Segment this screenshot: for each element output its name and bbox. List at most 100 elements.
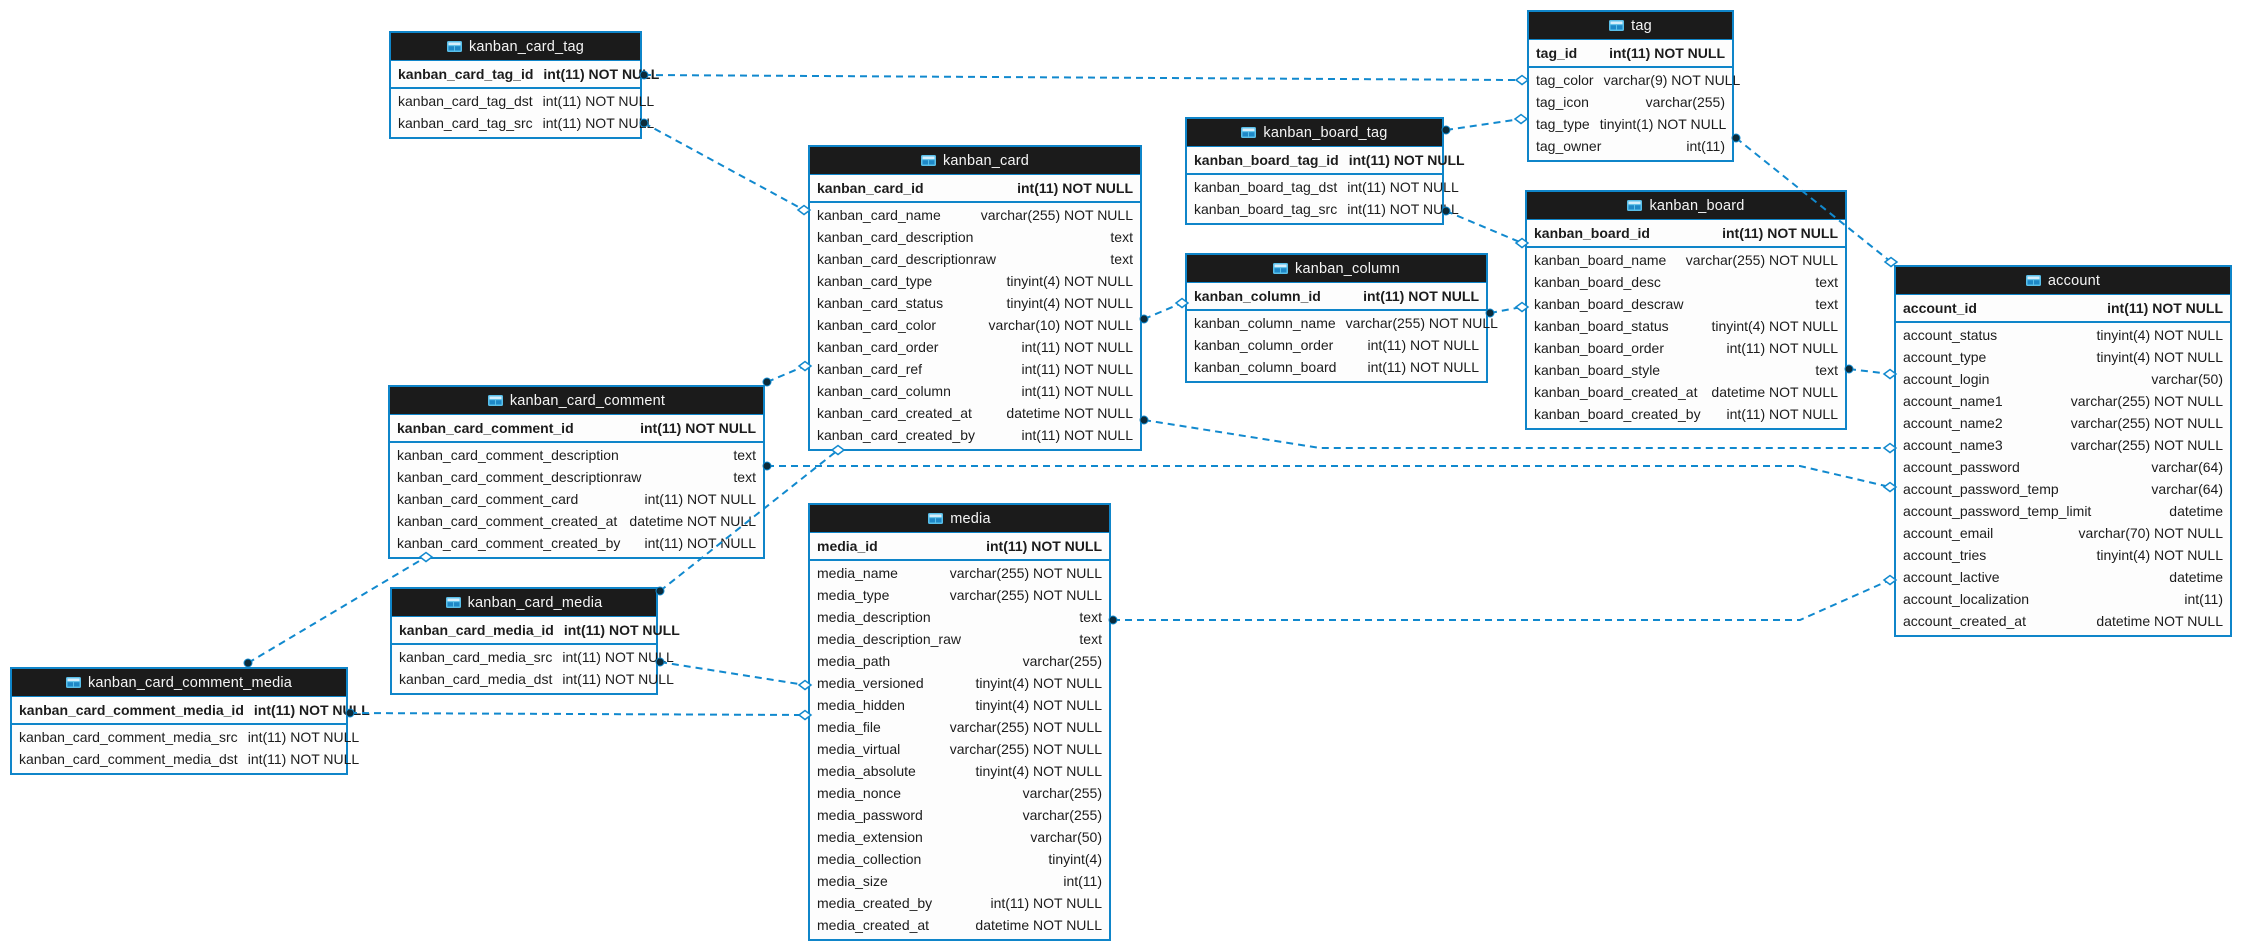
cardinality-circle-marker — [243, 658, 253, 668]
field-type: int(11) — [2184, 591, 2223, 607]
field-type: int(11) NOT NULL — [1021, 339, 1133, 355]
table-title: media — [950, 510, 991, 527]
field-name: account_status — [1903, 327, 1998, 343]
table-header: account — [1896, 267, 2230, 295]
field-name: media_size — [817, 873, 888, 889]
relationship-kanban_card_comment-kanban_card[interactable] — [762, 360, 813, 387]
field-type: text — [1079, 631, 1102, 647]
relationship-media-account[interactable] — [1108, 574, 1898, 625]
relationship-kanban_card_tag-tag[interactable] — [639, 70, 1530, 86]
field-name: media_description — [817, 609, 931, 625]
field-type: text — [733, 447, 756, 463]
field-name: account_name2 — [1903, 415, 2003, 431]
table-header: kanban_card_media — [392, 589, 656, 617]
field-name: kanban_card_comment_descriptionraw — [397, 469, 642, 485]
field-name: kanban_card_comment_media_src — [19, 729, 238, 745]
field-name: account_name3 — [1903, 437, 2003, 453]
field-type: int(11) NOT NULL — [253, 702, 370, 718]
field-name: kanban_card_tag_id — [398, 66, 534, 82]
field-name: media_created_at — [817, 917, 930, 933]
relationship-kanban_card_comment-account[interactable] — [762, 461, 1898, 493]
field-name: account_password_temp_limit — [1903, 503, 2092, 519]
field-name: account_created_at — [1903, 613, 2026, 629]
relationship-kanban_card_comment_media-media[interactable] — [345, 708, 813, 721]
field-type: varchar(50) — [1030, 829, 1102, 845]
field-name: media_id — [817, 538, 878, 554]
field-type: int(11) NOT NULL — [1021, 361, 1133, 377]
field-type: datetime NOT NULL — [629, 513, 756, 529]
field-name: kanban_column_board — [1194, 359, 1337, 375]
field-name: kanban_card_media_dst — [399, 671, 553, 687]
field-type: datetime — [2169, 503, 2223, 519]
table-header: tag — [1529, 12, 1732, 40]
field-type: int(11) NOT NULL — [1722, 225, 1838, 241]
relationship-kanban_board_tag-tag[interactable] — [1441, 113, 1529, 135]
field-type: int(11) NOT NULL — [1347, 201, 1459, 217]
field-name: kanban_card_comment_media_dst — [19, 751, 238, 767]
field-name: media_extension — [817, 829, 923, 845]
field-type: tinyint(4) NOT NULL — [2096, 327, 2223, 343]
field-name: kanban_board_tag_src — [1194, 201, 1338, 217]
field-name: kanban_card_created_at — [817, 405, 972, 421]
relationship-kanban_card_tag-kanban_card[interactable] — [639, 118, 812, 216]
table-title: kanban_board_tag — [1263, 124, 1388, 141]
table-kanban_card_comment[interactable]: kanban_card_comment kanban_card_comment_… — [388, 385, 765, 559]
field-type: text — [733, 469, 756, 485]
cardinality-diamond-marker — [1513, 113, 1529, 125]
table-header: kanban_column — [1187, 255, 1486, 283]
field-name: account_tries — [1903, 547, 1987, 563]
relationship-kanban_card-kanban_column[interactable] — [1139, 297, 1190, 324]
table-kanban_card_comment_media[interactable]: kanban_card_comment_media kanban_card_co… — [10, 667, 370, 775]
field-type: int(11) NOT NULL — [247, 729, 360, 745]
relationship-kanban_board-account[interactable] — [1844, 364, 1898, 380]
table-icon — [65, 677, 81, 688]
field-type: varchar(9) NOT NULL — [1603, 72, 1741, 88]
field-type: int(11) — [1686, 138, 1725, 154]
field-type: int(11) NOT NULL — [1609, 45, 1725, 61]
field-type: tinyint(4) NOT NULL — [1711, 318, 1838, 334]
field-type: varchar(64) — [2151, 459, 2223, 475]
relationship-dashed-line — [767, 465, 1891, 488]
field-name: kanban_card_column — [817, 383, 951, 399]
field-type: varchar(10) NOT NULL — [988, 317, 1133, 333]
relationship-kanban_card_media-media[interactable] — [655, 657, 813, 691]
table-header: kanban_card_comment_media — [12, 669, 346, 697]
field-row: account_status tinyint(4) NOT NULL — [1896, 324, 2230, 346]
field-name: account_id — [1903, 300, 1977, 316]
field-type: int(11) NOT NULL — [1726, 406, 1838, 422]
table-header: kanban_board_tag — [1187, 119, 1442, 147]
table-header: kanban_card — [810, 147, 1140, 175]
table-icon — [1241, 127, 1257, 138]
